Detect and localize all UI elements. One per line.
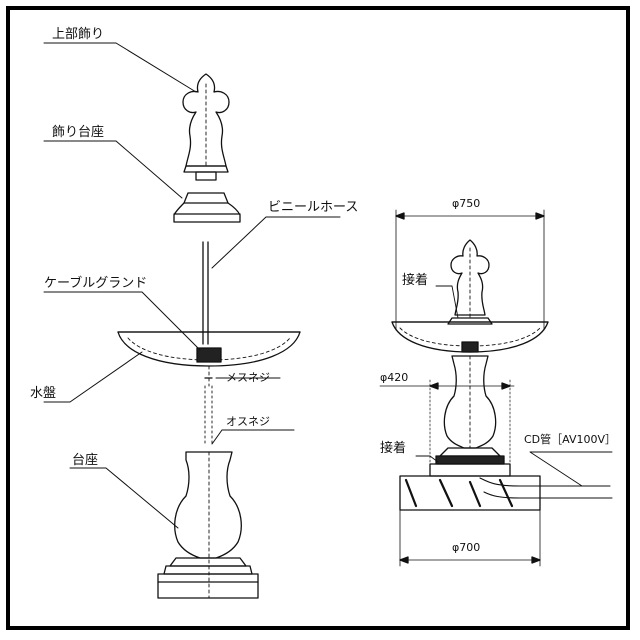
label-bonded-upper: 接着: [402, 273, 429, 288]
top-ornament-part: [182, 73, 230, 181]
thread-connection: [204, 377, 213, 445]
label-male-thread: オスネジ: [226, 415, 270, 428]
drawing-frame: [6, 6, 630, 630]
dimension-pedestal-width: φ420: [380, 371, 409, 384]
ornament-base-part: [173, 192, 241, 223]
label-cable-gland: ケーブルグランド: [44, 276, 148, 291]
label-cd-pipe: CD管［AV100V］: [524, 433, 617, 446]
label-vinyl-hose: ビニールホース: [268, 200, 359, 215]
label-ornament-base: 飾り台座: [52, 125, 105, 140]
pedestal-part: [157, 451, 259, 599]
dimension-base-width: φ700: [452, 541, 481, 554]
label-female-thread: メスネジ: [226, 371, 270, 384]
label-water-basin: 水盤: [30, 386, 57, 401]
label-bonded-lower: 接着: [380, 441, 407, 456]
vinyl-hose-part: [202, 241, 209, 345]
label-top-ornament: 上部飾り: [52, 27, 105, 42]
dimension-basin-width: φ750: [452, 197, 481, 210]
water-basin-part: [117, 331, 301, 387]
assembled-view: [379, 209, 613, 567]
leader-lines-left: [43, 42, 341, 529]
label-pedestal: 台座: [72, 453, 99, 468]
